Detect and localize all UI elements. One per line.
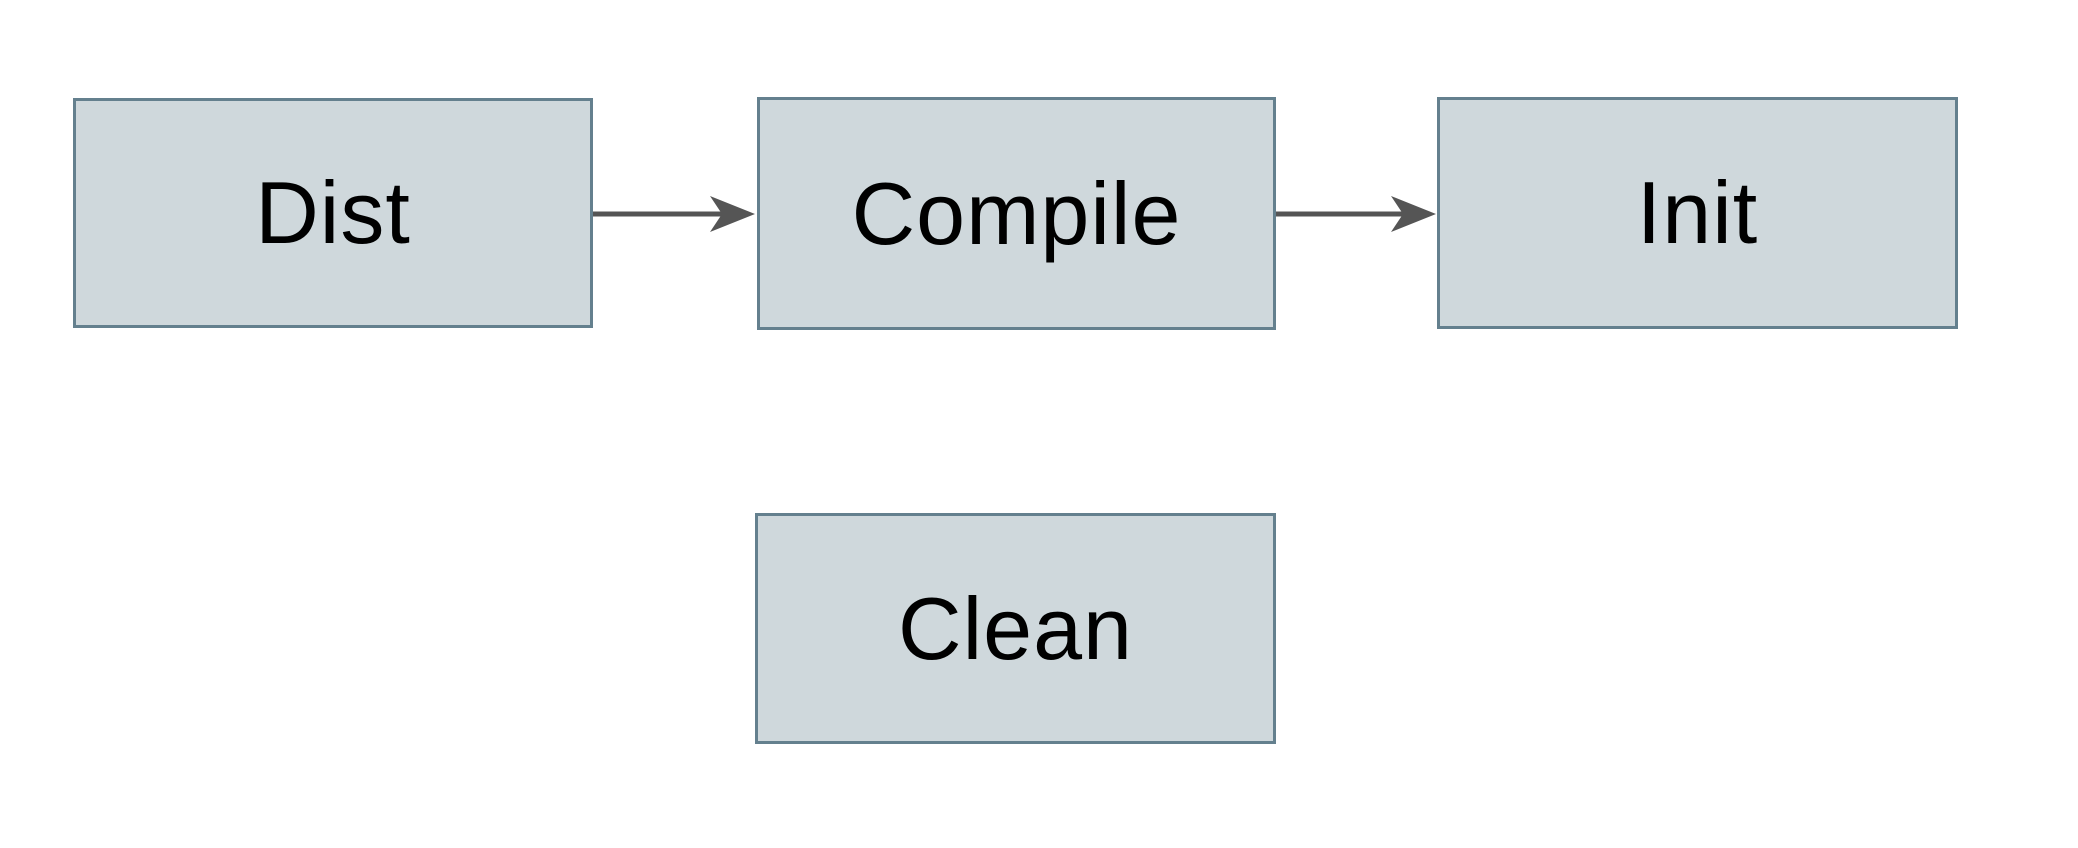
node-init[interactable]: Init xyxy=(1437,97,1958,329)
arrowhead xyxy=(1391,196,1436,232)
node-compile-label: Compile xyxy=(851,163,1182,263)
node-dist-label: Dist xyxy=(255,163,411,262)
node-compile[interactable]: Compile xyxy=(757,97,1276,330)
edge-compile-to-init xyxy=(1276,196,1436,232)
node-init-label: Init xyxy=(1636,163,1759,262)
arrowhead xyxy=(710,196,755,232)
node-clean[interactable]: Clean xyxy=(755,513,1276,744)
node-clean-label: Clean xyxy=(898,578,1133,678)
node-dist[interactable]: Dist xyxy=(73,98,593,328)
edge-dist-to-compile xyxy=(593,196,755,232)
